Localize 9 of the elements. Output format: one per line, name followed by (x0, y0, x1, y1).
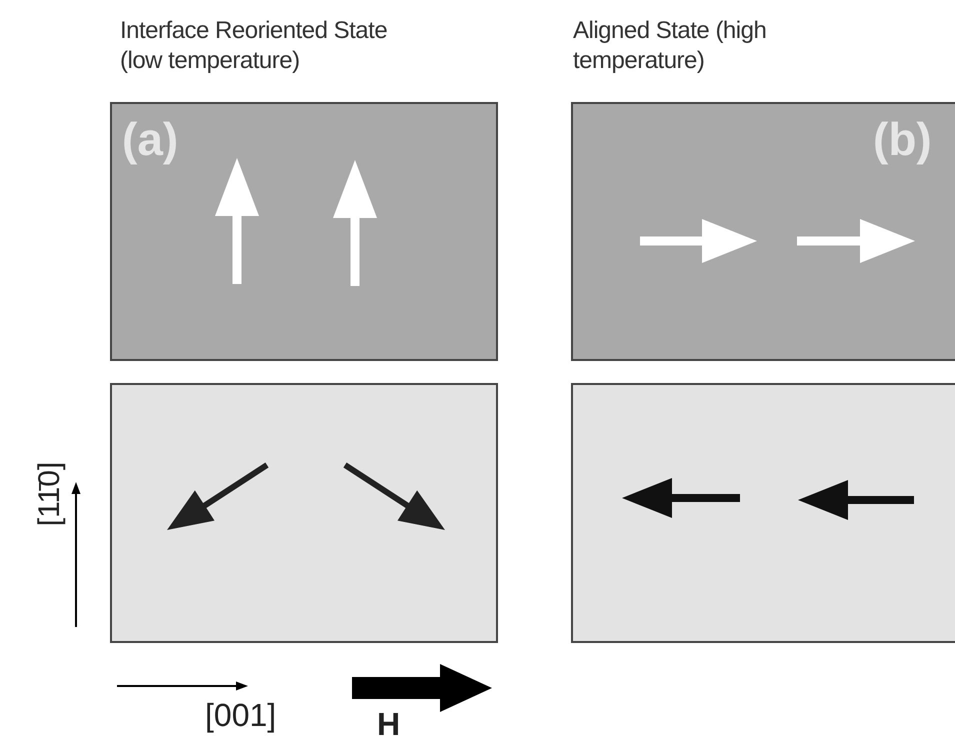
panel-label: (b) (873, 112, 932, 166)
panel-label: (a) (122, 112, 178, 166)
field-label: H (377, 706, 400, 743)
axis-label: [11̄0] (33, 460, 67, 528)
panel (571, 383, 955, 643)
state-heading: Aligned State (high temperature) (573, 16, 768, 76)
state-heading: Interface Reoriented State (low temperature) (120, 16, 388, 76)
panel (110, 383, 498, 643)
axis-label: [001] (205, 697, 276, 734)
